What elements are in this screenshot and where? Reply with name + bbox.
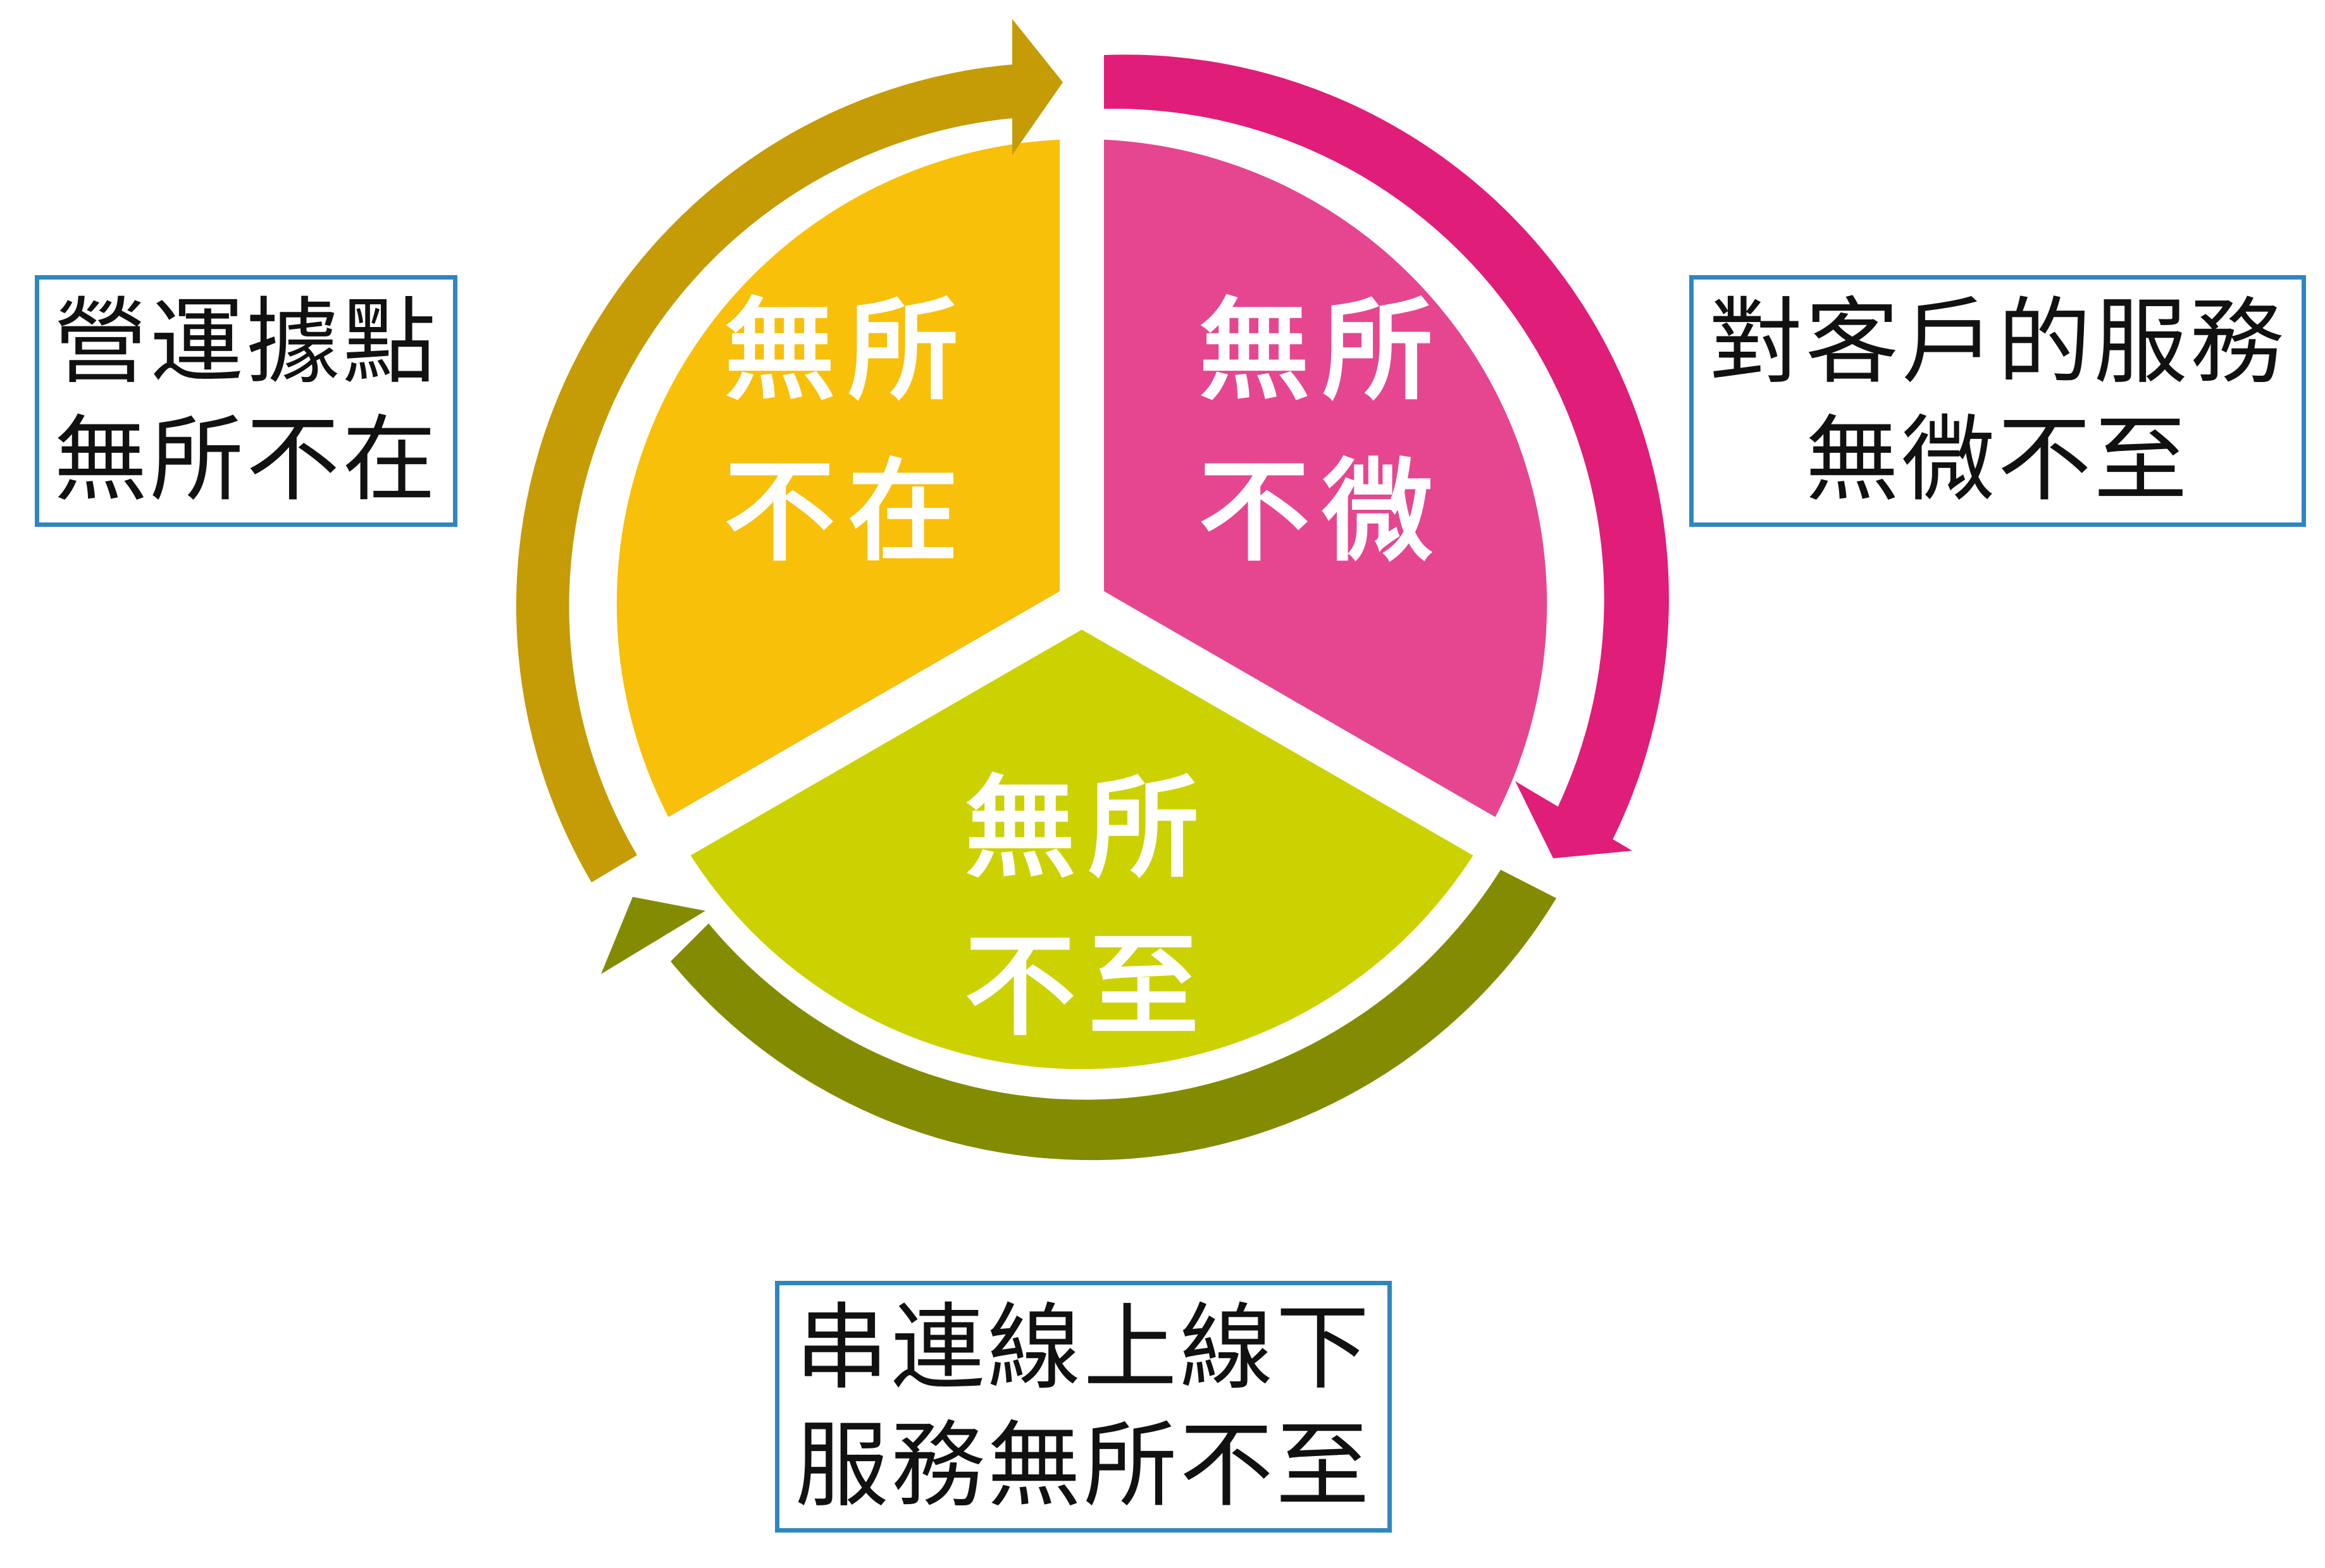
note-left-line2: 無所不在 [54,405,438,514]
arrow-band-top-right [1104,54,1669,851]
note-right-line2: 無微不至 [1805,405,2190,514]
note-left-line1: 營運據點 [54,288,438,397]
wedge-bottom [629,578,1534,1114]
note-right-line1: 對客戶的服務 [1709,288,2286,397]
label-bottom-line1: 無所 [965,765,1212,893]
label-top-right-line2: 不微 [1199,448,1446,577]
arrow-band-bottom [671,870,1556,1161]
note-bottom-line2: 服務無所不至 [795,1411,1372,1520]
arrow-head-top-left [1012,19,1063,155]
arrow-head-top-right [1515,781,1632,858]
note-box-right: 對客戶的服務 無微不至 [1689,275,2306,527]
arrow-band-top-left [516,64,1019,882]
note-bottom-line1: 串連線上線下 [795,1293,1372,1402]
label-top-left-line2: 不在 [724,448,971,577]
note-box-bottom: 串連線上線下 服務無所不至 [775,1281,1392,1533]
label-top-right-line1: 無所 [1199,287,1446,416]
note-box-left: 營運據點 無所不在 [35,275,457,527]
label-bottom-line2: 不至 [965,923,1212,1051]
arrow-head-bottom [601,897,705,974]
label-top-left-line1: 無所 [724,287,971,416]
